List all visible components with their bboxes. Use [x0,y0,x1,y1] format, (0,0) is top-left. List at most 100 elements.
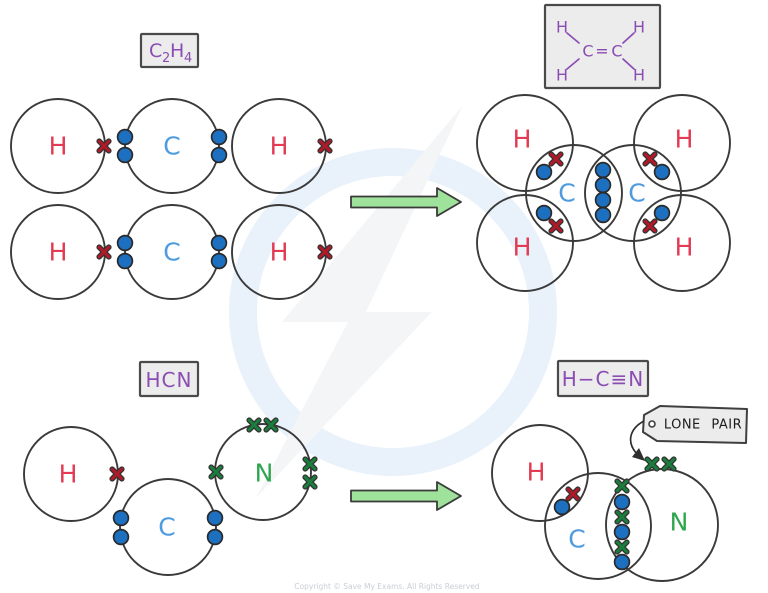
electron-dot [553,498,571,516]
electron-dot [112,528,130,546]
lone-pair-pointer-arrow [629,420,645,456]
hcn-structural-label: H−C≡N [562,367,644,391]
electron-cross-red [99,247,109,257]
h-atom-label: H [270,238,289,267]
electron-dot [613,523,631,541]
watermark-ring [229,148,557,476]
c-atom-circle [119,478,217,576]
structural-c: C [582,42,593,61]
electron-dot [116,234,134,252]
electron-dot [594,206,612,224]
tag-hole-icon [648,420,656,428]
hcn-structural-box [556,359,650,398]
lone-pair-arrowhead-icon [632,448,645,461]
lone-pair-tag-body [642,405,748,444]
h-atom-label: H [270,132,289,161]
structural-h: H [633,66,645,85]
electron-dot [653,204,671,222]
watermark-logo [229,105,557,498]
electron-cross-green [305,459,315,469]
electron-cross-green [305,477,315,487]
electron-dot [594,176,612,194]
c-atom-label: C [568,525,585,554]
ethene-product: H H C = C H H H H H H C C [476,3,731,292]
electron-cross-red [112,469,122,479]
electron-dot [653,163,671,181]
electron-dot [206,509,224,527]
electron-dot [594,191,612,209]
electron-cross-green [617,481,627,491]
h-atom-circle [633,194,731,292]
electron-cross-red [320,247,330,257]
electron-dot [116,146,134,164]
electron-dot [116,128,134,146]
ethene-formula-box [139,32,200,69]
electron-cross-green [617,542,627,552]
c-atom-circle [584,144,682,242]
reaction-arrow-top [350,187,462,217]
c-atom-circle [525,144,623,242]
structural-h: H [633,18,645,37]
lone-pair-label: LONE PAIR [664,418,742,433]
c-atom-circle [544,472,652,580]
electron-cross-red [551,221,561,231]
h-atom-label: H [49,132,68,161]
h-atom-circle [476,94,574,192]
structural-bond-line [566,32,580,44]
electron-dot [594,161,612,179]
electron-dot [206,528,224,546]
copyright-text: Copyright © Save My Exams. All Rights Re… [294,582,480,591]
hcn-formula-label: HCN [146,368,193,392]
electron-cross-red [568,489,578,499]
h-atom-label: H [675,233,694,262]
h-atom-label: H [675,125,694,154]
electron-dot [535,163,553,181]
electron-dot [210,252,228,270]
structural-bond-line [566,58,580,70]
structural-bond-line [622,58,635,70]
electron-cross-green [211,467,221,477]
c-atom-circle [124,98,220,194]
ethene-formula-c: C [149,40,162,62]
electron-dot [210,146,228,164]
hcn-formula-box [138,360,200,398]
h-atom-label: H [527,458,546,487]
electron-dot [116,252,134,270]
structural-c: C [611,42,622,61]
electron-dot [613,493,631,511]
ethene-reactants: C 2 H 4 H C H H C H [10,32,330,300]
h-atom-circle [476,194,574,292]
lone-pair-tag: LONE PAIR [629,405,748,461]
electron-dot [535,204,553,222]
n-atom-label: N [255,459,274,488]
electron-cross-green [664,459,674,469]
c-atom-circle [124,204,220,300]
electron-cross-green [617,512,627,522]
ethene-formula-sub4: 4 [184,51,192,66]
hcn-reactants: HCN H C N [23,360,315,576]
electron-cross-red [551,154,561,164]
electron-dot [613,553,631,571]
c-atom-label: C [163,132,180,161]
h-atom-label: H [59,460,78,489]
structural-double-bond: = [595,42,608,61]
ethene-formula-sub2: 2 [162,51,170,66]
electron-cross-red [320,141,330,151]
h-atom-label: H [513,125,532,154]
electron-cross-red [99,141,109,151]
c-atom-label: C [163,238,180,267]
electron-cross-green [249,420,259,430]
c-atom-label: C [558,179,575,208]
h-atom-circle [633,94,731,192]
electron-dot [210,128,228,146]
structural-bond-line [622,32,635,44]
structural-h: H [556,18,568,37]
h-atom-label: H [513,233,532,262]
n-atom-label: N [670,508,689,537]
electron-cross-red [645,221,655,231]
h-atom-label: H [49,238,68,267]
c-atom-label: C [628,179,645,208]
electron-dot [210,234,228,252]
